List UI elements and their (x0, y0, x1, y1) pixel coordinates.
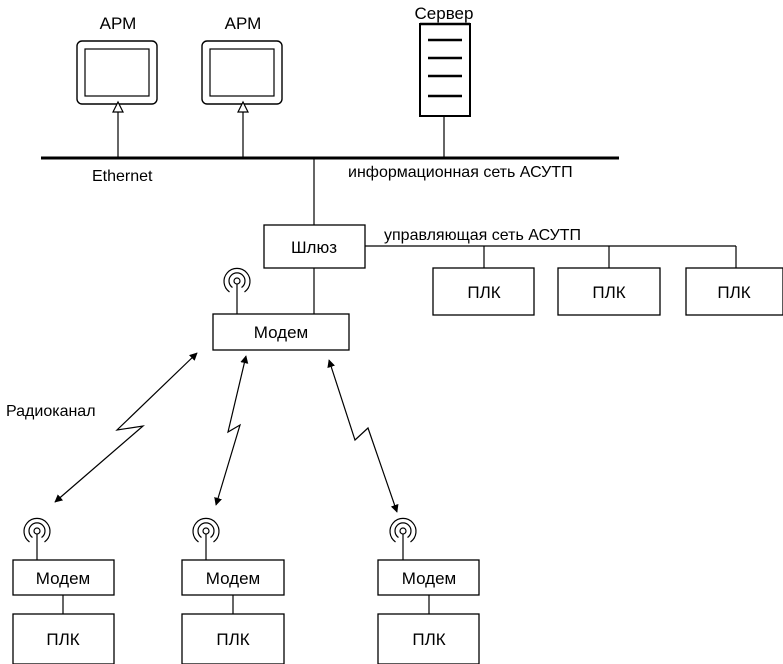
remote-node-2: Модем ПЛК (181, 517, 285, 664)
remote-modem-1-label: Модем (36, 569, 91, 588)
antenna-icon (23, 517, 51, 560)
remote-node-1: Модем ПЛК (12, 517, 115, 664)
remote-node-3: Модем ПЛК (377, 517, 480, 664)
remote-plc-1-label: ПЛК (46, 630, 79, 649)
workstation-1-label: АРМ (100, 14, 137, 33)
control-plc-3-label: ПЛК (717, 283, 750, 302)
ethernet-label: Ethernet (92, 168, 153, 185)
remote-modem-3-box (377, 559, 480, 596)
remote-plc-2-label: ПЛК (216, 630, 249, 649)
central-modem-box (212, 313, 350, 351)
antenna-icon (192, 517, 220, 560)
control-plc-1: ПЛК (432, 246, 535, 316)
remote-plc-3-box (377, 613, 480, 664)
radio-channel-label: Радиоканал (6, 403, 96, 420)
info-network-label: информационная сеть АСУТП (348, 164, 573, 181)
gateway-box (263, 224, 366, 269)
server-label: Сервер (415, 4, 474, 23)
control-plc-2-label: ПЛК (592, 283, 625, 302)
server: Сервер (415, 4, 474, 158)
workstation-1: АРМ (76, 14, 158, 158)
control-network-label: управляющая сеть АСУТП (384, 227, 581, 244)
antenna-icon (223, 267, 251, 314)
server-icon (419, 22, 471, 117)
radio-link-1 (54, 352, 198, 503)
radio-link-3 (327, 359, 399, 513)
remote-plc-2-box (181, 613, 285, 664)
radio-link-2 (214, 355, 249, 506)
antenna-icon (389, 517, 417, 560)
remote-plc-1-box (12, 613, 115, 664)
monitor-icon (201, 40, 283, 113)
remote-modem-1-box (12, 559, 115, 596)
remote-modem-3-label: Модем (402, 569, 457, 588)
workstation-2-label: АРМ (225, 14, 262, 33)
control-plc-1-label: ПЛК (467, 283, 500, 302)
remote-plc-3-label: ПЛК (412, 630, 445, 649)
workstation-2: АРМ (201, 14, 283, 158)
monitor-icon (76, 40, 158, 113)
control-plc-2: ПЛК (557, 246, 661, 316)
central-modem-label: Модем (254, 323, 309, 342)
control-plc-3: ПЛК (685, 246, 783, 316)
remote-modem-2-label: Модем (206, 569, 261, 588)
gateway-label: Шлюз (291, 238, 337, 257)
remote-modem-2-box (181, 559, 285, 596)
